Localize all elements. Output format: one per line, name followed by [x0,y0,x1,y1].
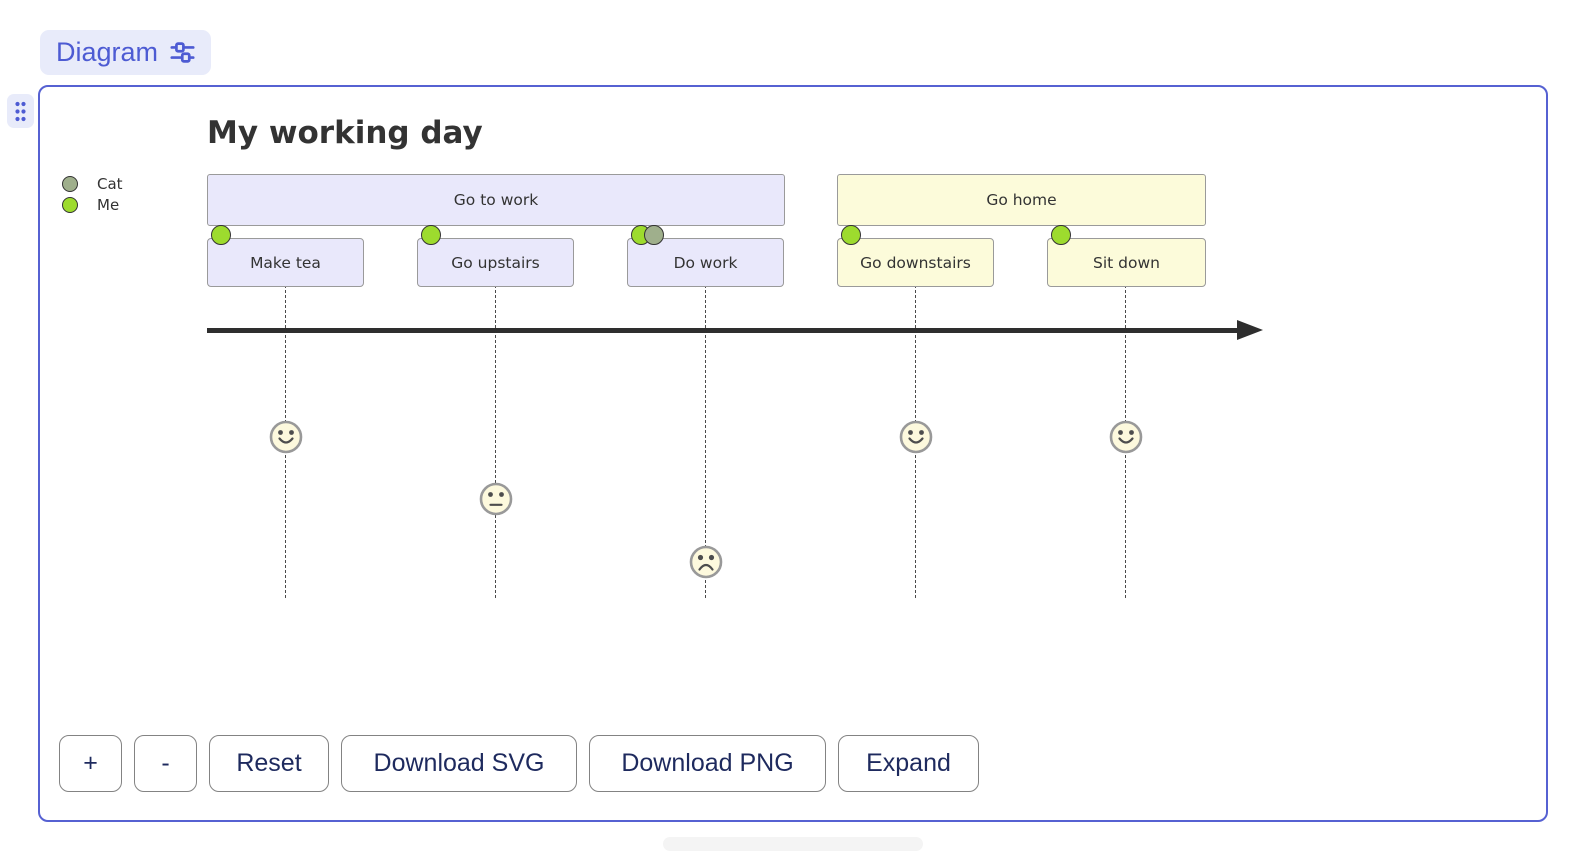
actor-dot-me [1051,225,1071,245]
task-label: Go downstairs [860,253,971,272]
timeline-arrow-line [207,328,1239,333]
task-label: Sit down [1093,253,1160,272]
drag-handle[interactable] [7,94,34,128]
reset-button[interactable]: Reset [209,735,329,792]
task-box-do-work: Do work [627,238,784,287]
task-box-go-downstairs: Go downstairs [837,238,994,287]
activity-line [705,240,706,598]
download-png-button[interactable]: Download PNG [589,735,826,792]
sliders-icon [169,39,196,66]
download-svg-button[interactable]: Download SVG [341,735,577,792]
zoom-in-button[interactable]: + [59,735,122,792]
expand-button[interactable]: Expand [838,735,979,792]
bottom-edge-artifact [663,837,923,851]
actor-dot-cat [644,225,664,245]
legend-swatch-cat [62,176,78,192]
journey-title: My working day [207,115,483,151]
face-happy-go-downstairs [899,420,933,454]
task-label: Make tea [250,253,321,272]
activity-line [495,240,496,598]
legend-label-cat: Cat [97,175,123,193]
task-label: Do work [673,253,738,272]
actor-dot-me [211,225,231,245]
diagram-panel: My working day Cat Me Go to work Go home… [38,85,1548,822]
activity-line [915,240,916,598]
diagram-tab[interactable]: Diagram [40,30,212,75]
section-label: Go to work [453,191,539,209]
actor-dot-me [421,225,441,245]
section-bar-go-home: Go home [837,174,1206,226]
diagram-toolbar: + - Reset Download SVG Download PNG Expa… [59,735,979,792]
face-happy-sit-down [1109,420,1143,454]
activity-line [1125,240,1126,598]
task-box-go-upstairs: Go upstairs [417,238,574,287]
section-bar-go-to-work: Go to work [207,174,785,226]
zoom-out-button[interactable]: - [134,735,197,792]
task-label: Go upstairs [451,253,540,272]
face-happy-make-tea [269,420,303,454]
task-box-make-tea: Make tea [207,238,364,287]
face-neutral-go-upstairs [479,482,513,516]
legend-swatch-me [62,197,78,213]
grip-dots-icon [15,101,26,121]
legend-label-me: Me [97,196,120,214]
activity-line [285,240,286,598]
timeline-arrowhead [1237,320,1263,340]
section-label: Go home [986,191,1057,209]
task-box-sit-down: Sit down [1047,238,1206,287]
face-sad-do-work [689,545,723,579]
journey-diagram: My working day Cat Me Go to work Go home… [40,87,1546,820]
diagram-tab-label: Diagram [56,37,159,67]
actor-dot-me [841,225,861,245]
